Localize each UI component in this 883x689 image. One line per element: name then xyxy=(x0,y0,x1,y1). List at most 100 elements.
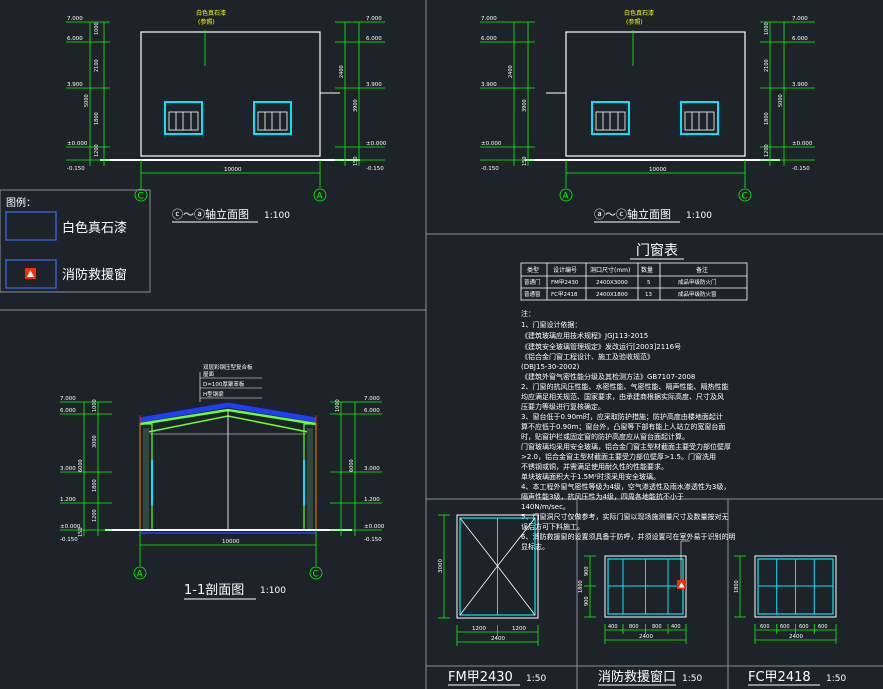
section-left-dim-4: 1200 xyxy=(92,509,98,522)
elev1-top-note-2: (参照) xyxy=(198,18,215,26)
table-header-size: 洞口尺寸(mm) xyxy=(590,266,630,274)
building-outline xyxy=(565,31,746,157)
elev1-right-level-3: 3.900 xyxy=(366,82,382,88)
elev1-left-level-2: 6.000 xyxy=(67,36,83,42)
rescue-sub-3: 800 xyxy=(652,624,662,630)
fc-scale: 1:50 xyxy=(826,674,846,684)
section-note-3: D=100厚聚苯板 xyxy=(203,380,245,388)
elev2-left-level-5: -0.150 xyxy=(481,166,499,172)
elev2-right-level-3: 3.900 xyxy=(792,82,808,88)
table-cell: 成品甲级防火窗 xyxy=(678,290,717,298)
fc-sub-1: 600 xyxy=(760,624,770,630)
section-left-dim-2: 3000 xyxy=(92,435,98,448)
section-left-dim-3: 1800 xyxy=(92,479,98,492)
note-line: 6、消防救援窗的设置须具备于防呼，并须设置可在室外易于识别的明 xyxy=(521,532,735,541)
elev1-right-dim-3: 150 xyxy=(353,156,359,166)
note-line: 不锈钢或铜，并需满足使用耐久性的性能要求。 xyxy=(521,462,668,471)
section-right-level-5: ±0.000 xyxy=(364,524,385,530)
note-line: 门窗玻璃均采用安全玻璃，铝合金门窗主型材截面主要受力部位壁厚 xyxy=(521,442,731,451)
elev1-right-level-4: ±0.000 xyxy=(366,141,387,147)
elev2-right-level-4: ±0.000 xyxy=(792,141,813,147)
design-notes: 注： 1、门窗设计依据： 《建筑玻璃应用技术规程》JGJ113-2015 《建筑… xyxy=(521,309,735,551)
section-1-1: 双层彩钢压型复合板 屋面 D=100厚聚苯板 H型钢梁 7.000 6.000 … xyxy=(60,363,385,600)
elev2-top-note-2: (参照) xyxy=(626,18,643,26)
table-header-type: 类型 xyxy=(527,266,539,274)
table-cell: 普通窗 xyxy=(524,290,541,298)
legend-frame xyxy=(0,189,151,293)
note-line: 压要力等级进行复核确定。 xyxy=(521,402,605,411)
section-axis-left: A xyxy=(137,570,144,580)
table-cell: 2400X1800 xyxy=(596,292,628,298)
left-dimension-stack xyxy=(480,21,535,166)
fm-sub-1: 1200 xyxy=(472,626,486,632)
elev2-axis-left: A xyxy=(563,192,570,202)
section-note-4: H型钢梁 xyxy=(203,390,224,398)
elev1-left-dim-2: 2100 xyxy=(94,59,100,72)
note-line: 3、窗台低于0.90m时，应采取防护措施；防护高度由楼地面起计 xyxy=(521,412,723,421)
elev1-left-dim-5: 5000 xyxy=(84,94,90,107)
note-line: 140N/m/sec。 xyxy=(521,503,570,511)
note-line: (DBJ15-30-2002) xyxy=(521,363,580,371)
section-title: 1-1剖面图 xyxy=(184,583,244,598)
elev2-right-dim-3: 1800 xyxy=(764,112,770,125)
elev1-axis-left: C xyxy=(138,192,144,202)
legend-swatch-stone-paint xyxy=(5,211,57,241)
fm-width: 2400 xyxy=(491,636,505,642)
section-right-level-4: 1.200 xyxy=(364,497,380,503)
section-right-dim-2: 6000 xyxy=(349,459,355,472)
section-right-level-1: 7.000 xyxy=(364,396,380,402)
rescue-vsub-1: 900 xyxy=(584,566,590,576)
elev1-axis-right: A xyxy=(317,192,324,202)
rescue-sub-1: 400 xyxy=(608,624,618,630)
section-right-dim-1: 1000 xyxy=(335,399,341,412)
section-right-level-3: 3.000 xyxy=(364,466,380,472)
table-cell: 13 xyxy=(645,292,652,298)
fm-label: FM甲2430 xyxy=(448,670,513,685)
note-line: 算不应低于0.90m；窗台外，凸窗等下部有能上人站立的宽窗台面 xyxy=(521,422,725,431)
section-right-level-6: -0.150 xyxy=(364,537,382,543)
elev1-top-note-1: 白色真石漆 xyxy=(196,9,226,17)
fm-scale: 1:50 xyxy=(526,674,546,684)
note-line: 2、门窗的抗风压性能、水密性能、气密性能、隔声性能、隔热性能 xyxy=(521,382,728,391)
legend-title: 图例： xyxy=(6,196,36,209)
left-dimension-stack xyxy=(66,21,110,166)
fc-width: 2400 xyxy=(789,634,803,640)
elev1-right-level-1: 7.000 xyxy=(366,16,382,22)
rescue-label: 消防救援窗口 xyxy=(598,669,676,685)
fc-label: FC甲2418 xyxy=(748,670,811,685)
axis-bubble-c xyxy=(134,188,148,202)
elev1-scale: 1:100 xyxy=(264,211,290,221)
elevation-c-a: 白色真石漆 (参照) 7.000 6.000 3.900 ±0.000 -0.1… xyxy=(66,9,387,223)
section-left-level-5: ±0.000 xyxy=(60,524,81,530)
elev1-left-level-3: 3.900 xyxy=(67,82,83,88)
fm-height: 3000 xyxy=(438,559,444,573)
section-left-dim-5: 6000 xyxy=(78,459,84,472)
table-header-qty: 数量 xyxy=(641,266,653,274)
axis-bubble-a xyxy=(133,566,147,580)
axis-bubble-a xyxy=(313,188,327,202)
section-span: 10000 xyxy=(222,539,240,545)
table-header-code: 设计编号 xyxy=(553,266,577,274)
elev2-right-dim-2: 2100 xyxy=(764,59,770,72)
note-line: 时，贴窗护栏或固定窗的防护高度应从窗台面起计算。 xyxy=(521,432,689,441)
section-left-dim-1: 1000 xyxy=(92,399,98,412)
note-line: 《铝合金门窗工程设计、施工及验收规范》 xyxy=(521,352,654,361)
door-fm-2430: 3000 1200 1200 2400 FM甲2430 1:50 xyxy=(438,514,546,686)
elev1-right-dim-2: 3900 xyxy=(353,99,359,112)
note-line: 单块玻璃面积大于1.5M²时须采用安全玻璃。 xyxy=(521,472,660,481)
section-scale: 1:100 xyxy=(260,586,286,596)
table-cell: 成品甲级防火门 xyxy=(678,278,717,286)
elev1-left-level-4: ±0.000 xyxy=(67,141,88,147)
elev1-right-level-2: 6.000 xyxy=(366,36,382,42)
section-left-level-6: -0.150 xyxy=(60,537,78,543)
right-dimension-stack xyxy=(335,21,385,166)
rescue-window: 900 900 1800 400 800 800 400 2400 消防救援窗口… xyxy=(578,540,702,686)
elev2-right-level-5: -0.150 xyxy=(792,166,810,172)
elev1-span: 10000 xyxy=(224,167,242,173)
table-cell: FC甲2418 xyxy=(551,291,578,298)
elev1-left-dim-4: 1200 xyxy=(94,144,100,157)
elev2-top-note-1: 白色真石漆 xyxy=(624,9,654,17)
fc-sub-2: 600 xyxy=(780,624,790,630)
